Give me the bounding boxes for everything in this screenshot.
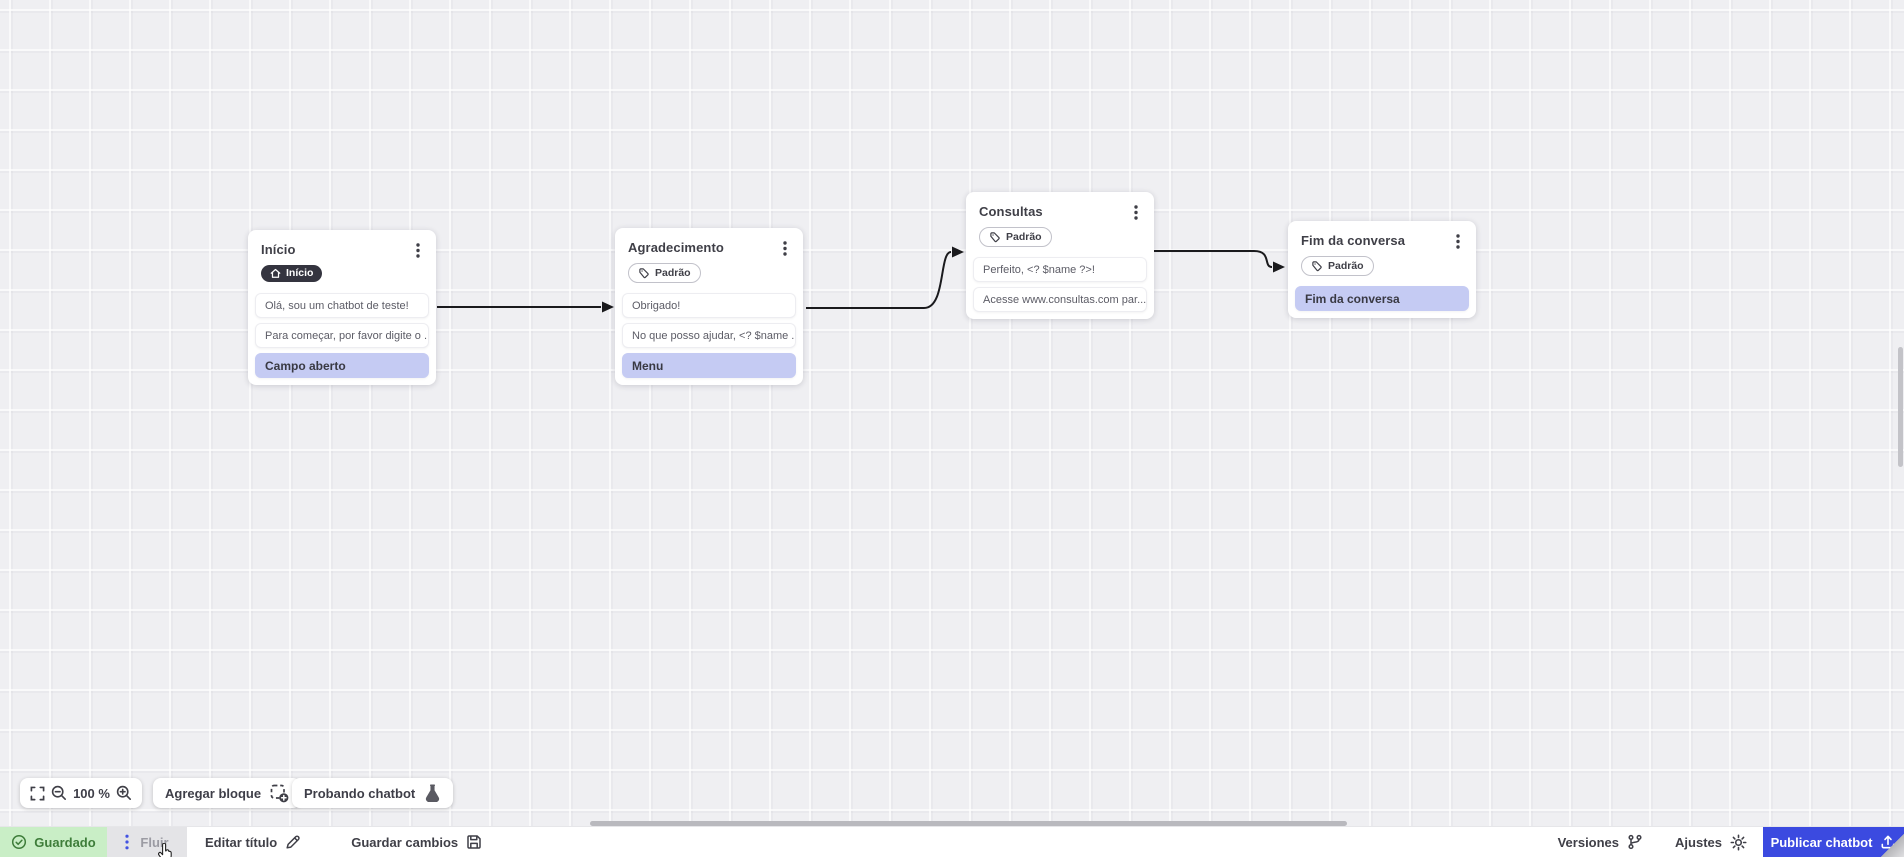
test-chatbot-button[interactable]: Probando chatbot (292, 778, 454, 808)
flow-node-fim-da-conversa[interactable]: Fim da conversa Padrão Fim da conversa (1288, 221, 1476, 318)
tag-icon (1312, 261, 1322, 272)
add-block-button[interactable]: Agregar bloque (153, 778, 302, 808)
zoom-out-icon[interactable] (51, 785, 67, 801)
status-bar-right: Versiones Ajustes Publicar chatbot (1542, 827, 1904, 857)
message-block[interactable]: Acesse www.consultas.com par... (973, 287, 1147, 312)
message-block[interactable]: Para começar, por favor digite o ... (255, 323, 429, 348)
kebab-menu-icon[interactable] (410, 242, 426, 258)
edit-title-label: Editar título (205, 834, 278, 850)
message-block[interactable]: Perfeito, <? $name ?>! (973, 257, 1147, 282)
tag-icon (990, 232, 1000, 243)
settings-button[interactable]: Ajustes (1659, 827, 1763, 857)
connector-inicio-agradecimento[interactable] (437, 301, 614, 313)
connector-agradecimento-consultas[interactable] (806, 246, 964, 309)
publish-chatbot-label: Publicar chatbot (1770, 834, 1873, 850)
dots-vertical-icon[interactable] (125, 834, 130, 850)
zoom-in-icon[interactable] (116, 785, 132, 801)
cursor-pointer-icon (158, 843, 173, 857)
home-icon (270, 268, 281, 278)
fit-view-icon[interactable] (30, 786, 45, 801)
corner-fold (1881, 834, 1904, 857)
message-block[interactable]: Obrigado! (622, 293, 796, 318)
kebab-menu-icon[interactable] (1128, 204, 1144, 220)
pencil-icon (286, 835, 300, 849)
add-block-icon (270, 784, 289, 802)
edit-title-button[interactable]: Editar título (193, 827, 313, 857)
settings-label: Ajustes (1675, 834, 1722, 850)
node-header: Agradecimento (615, 238, 803, 256)
kebab-menu-icon[interactable] (1450, 233, 1466, 249)
node-title: Início (261, 242, 296, 257)
node-rows: Obrigado! No que posso ajudar, <? $name … (615, 293, 803, 378)
flow-node-agradecimento[interactable]: Agradecimento Padrão Obrigado! No que po… (615, 228, 803, 385)
tab-fluir-label: Fluir (140, 834, 169, 850)
check-circle-icon (12, 834, 27, 850)
versions-button[interactable]: Versiones (1542, 827, 1659, 857)
publish-chatbot-button[interactable]: Publicar chatbot (1763, 827, 1904, 857)
flow-node-inicio[interactable]: Início Início Olá, sou um chatbot de tes… (248, 230, 436, 385)
branch-icon (1628, 834, 1642, 850)
node-badge: Padrão (1301, 256, 1374, 276)
action-block[interactable]: Fim da conversa (1295, 286, 1469, 311)
vertical-scrollbar[interactable] (1898, 347, 1903, 467)
saved-status-label: Guardado (34, 834, 96, 850)
tag-icon (639, 268, 649, 279)
message-block[interactable]: Olá, sou um chatbot de teste! (255, 293, 429, 318)
gear-icon (1730, 833, 1747, 851)
node-rows: Fim da conversa (1288, 286, 1476, 311)
action-block[interactable]: Campo aberto (255, 353, 429, 378)
tab-fluir[interactable]: Fluir (107, 827, 187, 857)
node-header: Fim da conversa (1288, 231, 1476, 249)
save-changes-label: Guardar cambios (351, 834, 459, 850)
node-badge: Padrão (628, 263, 701, 283)
status-bar: Guardado Fluir Editar título Guardar cam… (0, 826, 1904, 857)
test-chatbot-label: Probando chatbot (304, 785, 416, 801)
flask-icon (426, 784, 440, 802)
horizontal-scrollbar[interactable] (590, 821, 1347, 826)
node-rows: Olá, sou um chatbot de teste! Para começ… (248, 293, 436, 378)
node-header: Início (248, 240, 436, 258)
node-badge: Padrão (979, 227, 1052, 247)
save-changes-button[interactable]: Guardar cambios (339, 827, 494, 857)
node-title: Consultas (979, 204, 1043, 219)
flow-node-consultas[interactable]: Consultas Padrão Perfeito, <? $name ?>! … (966, 192, 1154, 319)
save-icon (467, 835, 481, 849)
node-title: Fim da conversa (1301, 233, 1406, 248)
action-block[interactable]: Menu (622, 353, 796, 378)
saved-status-badge: Guardado (0, 827, 107, 857)
node-header: Consultas (966, 202, 1154, 220)
message-block[interactable]: No que posso ajudar, <? $name ... (622, 323, 796, 348)
node-badge: Início (261, 265, 323, 282)
node-title: Agradecimento (628, 240, 724, 255)
versions-label: Versiones (1557, 834, 1620, 850)
node-rows: Perfeito, <? $name ?>! Acesse www.consul… (966, 257, 1154, 312)
add-block-label: Agregar bloque (165, 785, 262, 801)
connector-consultas-fim[interactable] (1154, 250, 1285, 273)
zoom-level: 100 % (73, 785, 110, 801)
kebab-menu-icon[interactable] (777, 240, 793, 256)
zoom-toolbar: 100 % (20, 778, 142, 808)
